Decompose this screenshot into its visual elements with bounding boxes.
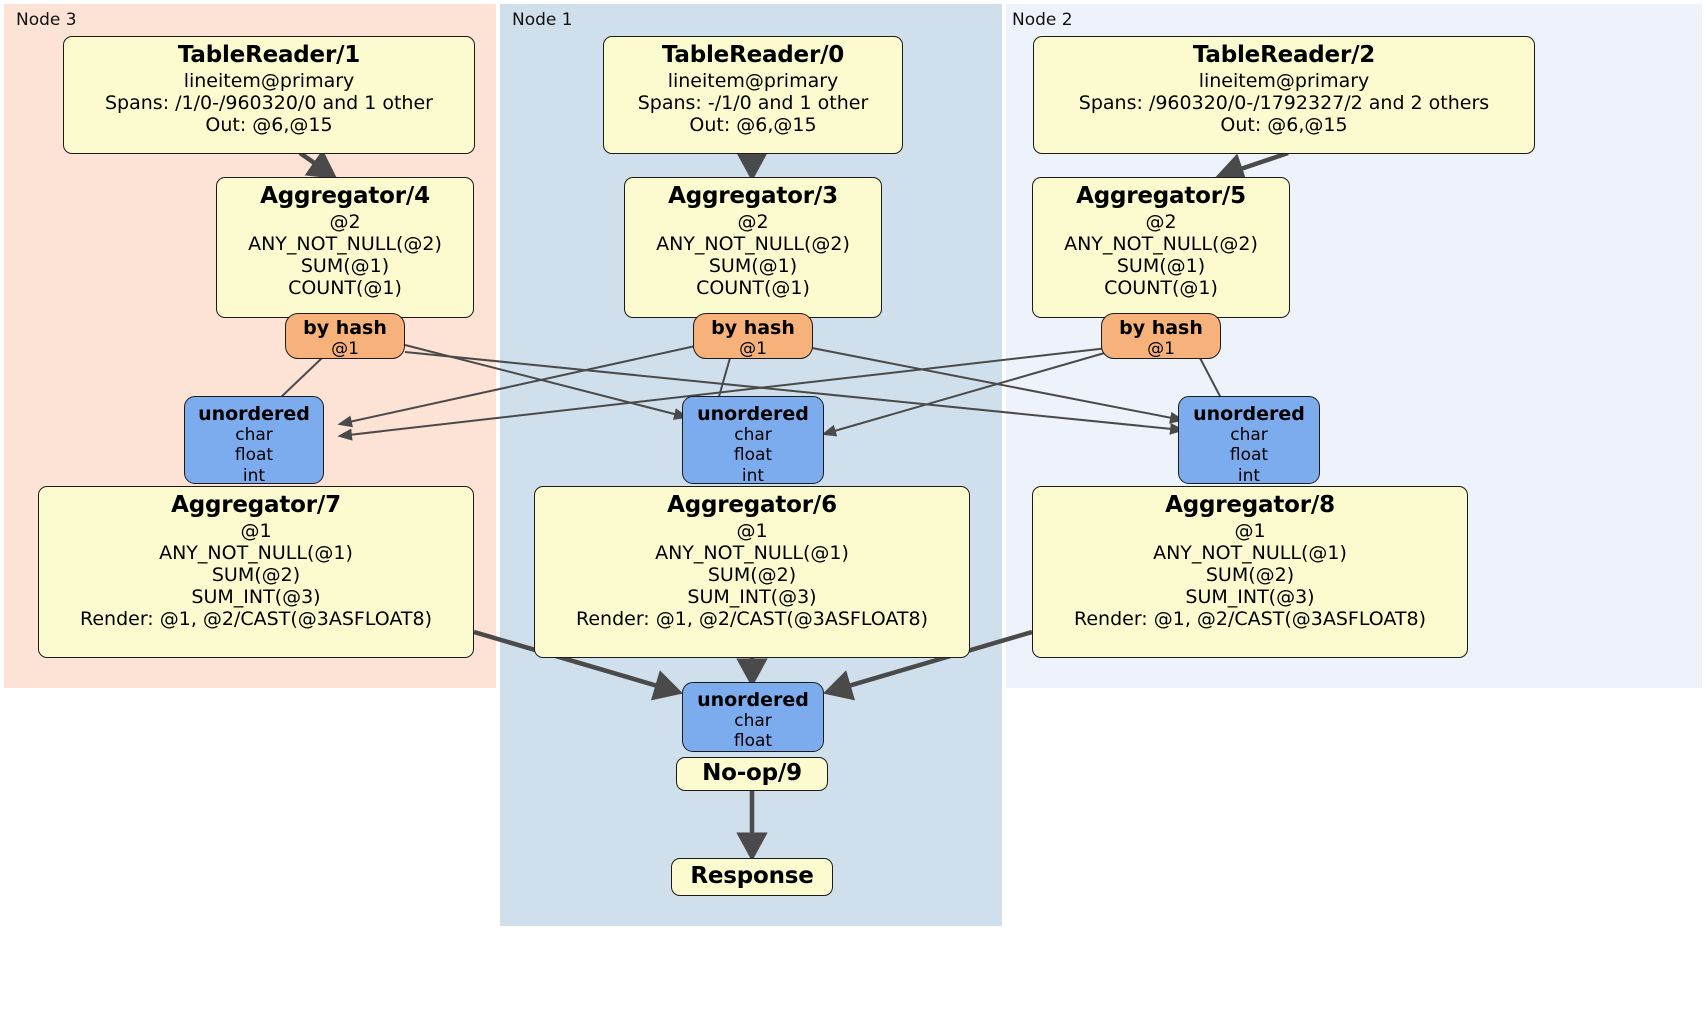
processor-title: Aggregator/4 bbox=[260, 183, 430, 209]
synchronizer-line: char bbox=[734, 711, 772, 732]
processor-title: Aggregator/3 bbox=[668, 183, 838, 209]
processor-title: TableReader/2 bbox=[1192, 42, 1376, 68]
synchronizer-unordered-left[interactable]: unordered char float int bbox=[184, 396, 324, 486]
processor-line: SUM_INT(@3) bbox=[687, 585, 817, 608]
processor-line: @2 bbox=[329, 210, 361, 233]
processor-line: ANY_NOT_NULL(@2) bbox=[656, 232, 850, 255]
processor-tablereader-2[interactable]: TableReader/2 lineitem@primary Spans: /9… bbox=[1033, 36, 1535, 154]
synchronizer-line: char bbox=[1230, 425, 1268, 446]
processor-line: ANY_NOT_NULL(@2) bbox=[248, 232, 442, 255]
processor-aggregator-8[interactable]: Aggregator/8 @1 ANY_NOT_NULL(@1) SUM(@2)… bbox=[1032, 486, 1468, 658]
processor-line: ANY_NOT_NULL(@1) bbox=[655, 541, 849, 564]
processor-line: lineitem@primary bbox=[667, 69, 839, 92]
processor-line: Spans: /1/0-/960320/0 and 1 other bbox=[105, 91, 433, 114]
router-title: by hash bbox=[711, 317, 795, 339]
processor-line: Out: @6,@15 bbox=[689, 113, 817, 136]
synchronizer-title: unordered bbox=[1193, 403, 1305, 425]
router-by-hash-left[interactable]: by hash @1 bbox=[285, 313, 405, 359]
processor-title: No-op/9 bbox=[702, 760, 802, 786]
processor-line: ANY_NOT_NULL(@1) bbox=[159, 541, 353, 564]
router-title: by hash bbox=[303, 317, 387, 339]
processor-title: Aggregator/5 bbox=[1076, 183, 1246, 209]
processor-response[interactable]: Response bbox=[671, 858, 833, 896]
router-by-hash-right[interactable]: by hash @1 bbox=[1101, 313, 1221, 359]
processor-line: Render: @1, @2/CAST(@3ASFLOAT8) bbox=[80, 607, 432, 630]
synchronizer-line: float bbox=[234, 445, 274, 466]
processor-title: Aggregator/8 bbox=[1165, 492, 1335, 518]
synchronizer-line: float bbox=[733, 731, 773, 752]
processor-aggregator-3[interactable]: Aggregator/3 @2 ANY_NOT_NULL(@2) SUM(@1)… bbox=[624, 177, 882, 318]
processor-line: SUM(@2) bbox=[211, 563, 301, 586]
router-line: @1 bbox=[331, 338, 359, 359]
processor-line: SUM_INT(@3) bbox=[1185, 585, 1315, 608]
processor-line: SUM(@2) bbox=[707, 563, 797, 586]
processor-line: Spans: /960320/0-/1792327/2 and 2 others bbox=[1078, 91, 1490, 114]
synchronizer-line: char bbox=[235, 425, 273, 446]
processor-title: Aggregator/6 bbox=[667, 492, 837, 518]
processor-line: SUM(@2) bbox=[1205, 563, 1295, 586]
processor-aggregator-7[interactable]: Aggregator/7 @1 ANY_NOT_NULL(@1) SUM(@2)… bbox=[38, 486, 474, 658]
processor-aggregator-6[interactable]: Aggregator/6 @1 ANY_NOT_NULL(@1) SUM(@2)… bbox=[534, 486, 970, 658]
synchronizer-line: int bbox=[242, 465, 266, 486]
node-region-label-node2: Node 2 bbox=[1012, 10, 1073, 30]
synchronizer-line: float bbox=[733, 445, 773, 466]
processor-aggregator-5[interactable]: Aggregator/5 @2 ANY_NOT_NULL(@2) SUM(@1)… bbox=[1032, 177, 1290, 318]
synchronizer-unordered-center[interactable]: unordered char float int bbox=[682, 396, 824, 486]
processor-line: ANY_NOT_NULL(@1) bbox=[1153, 541, 1347, 564]
processor-line: lineitem@primary bbox=[1198, 69, 1370, 92]
synchronizer-line: char bbox=[734, 425, 772, 446]
processor-line: SUM_INT(@3) bbox=[191, 585, 321, 608]
processor-noop-9[interactable]: No-op/9 bbox=[676, 757, 828, 791]
processor-aggregator-4[interactable]: Aggregator/4 @2 ANY_NOT_NULL(@2) SUM(@1)… bbox=[216, 177, 474, 318]
processor-title: Aggregator/7 bbox=[171, 492, 341, 518]
synchronizer-title: unordered bbox=[697, 689, 809, 711]
processor-line: Spans: -/1/0 and 1 other bbox=[637, 91, 869, 114]
processor-line: @2 bbox=[1145, 210, 1177, 233]
router-line: @1 bbox=[739, 338, 767, 359]
processor-line: SUM(@1) bbox=[300, 254, 390, 277]
node-region-label-node3: Node 3 bbox=[16, 10, 77, 30]
processor-line: @1 bbox=[1234, 519, 1266, 542]
synchronizer-title: unordered bbox=[198, 403, 310, 425]
router-by-hash-center[interactable]: by hash @1 bbox=[693, 313, 813, 359]
processor-title: TableReader/0 bbox=[661, 42, 845, 68]
synchronizer-line: int bbox=[741, 465, 765, 486]
processor-line: lineitem@primary bbox=[183, 69, 355, 92]
synchronizer-unordered-right[interactable]: unordered char float int bbox=[1178, 396, 1320, 486]
processor-line: COUNT(@1) bbox=[288, 276, 402, 299]
processor-line: Out: @6,@15 bbox=[1220, 113, 1348, 136]
synchronizer-title: unordered bbox=[697, 403, 809, 425]
processor-line: Render: @1, @2/CAST(@3ASFLOAT8) bbox=[1074, 607, 1426, 630]
processor-line: ANY_NOT_NULL(@2) bbox=[1064, 232, 1258, 255]
processor-title: Response bbox=[690, 863, 814, 889]
processor-line: @1 bbox=[240, 519, 272, 542]
router-line: @1 bbox=[1147, 338, 1175, 359]
processor-line: SUM(@1) bbox=[1116, 254, 1206, 277]
processor-line: COUNT(@1) bbox=[1104, 276, 1218, 299]
processor-tablereader-1[interactable]: TableReader/1 lineitem@primary Spans: /1… bbox=[63, 36, 475, 154]
synchronizer-line: float bbox=[1229, 445, 1269, 466]
synchronizer-unordered-final[interactable]: unordered char float bbox=[682, 682, 824, 752]
processor-line: @1 bbox=[736, 519, 768, 542]
processor-line: @2 bbox=[737, 210, 769, 233]
processor-line: COUNT(@1) bbox=[696, 276, 810, 299]
processor-line: SUM(@1) bbox=[708, 254, 798, 277]
synchronizer-line: int bbox=[1237, 465, 1261, 486]
processor-tablereader-0[interactable]: TableReader/0 lineitem@primary Spans: -/… bbox=[603, 36, 903, 154]
processor-line: Render: @1, @2/CAST(@3ASFLOAT8) bbox=[576, 607, 928, 630]
processor-line: Out: @6,@15 bbox=[205, 113, 333, 136]
node-region-label-node1: Node 1 bbox=[512, 10, 573, 30]
router-title: by hash bbox=[1119, 317, 1203, 339]
processor-title: TableReader/1 bbox=[177, 42, 361, 68]
